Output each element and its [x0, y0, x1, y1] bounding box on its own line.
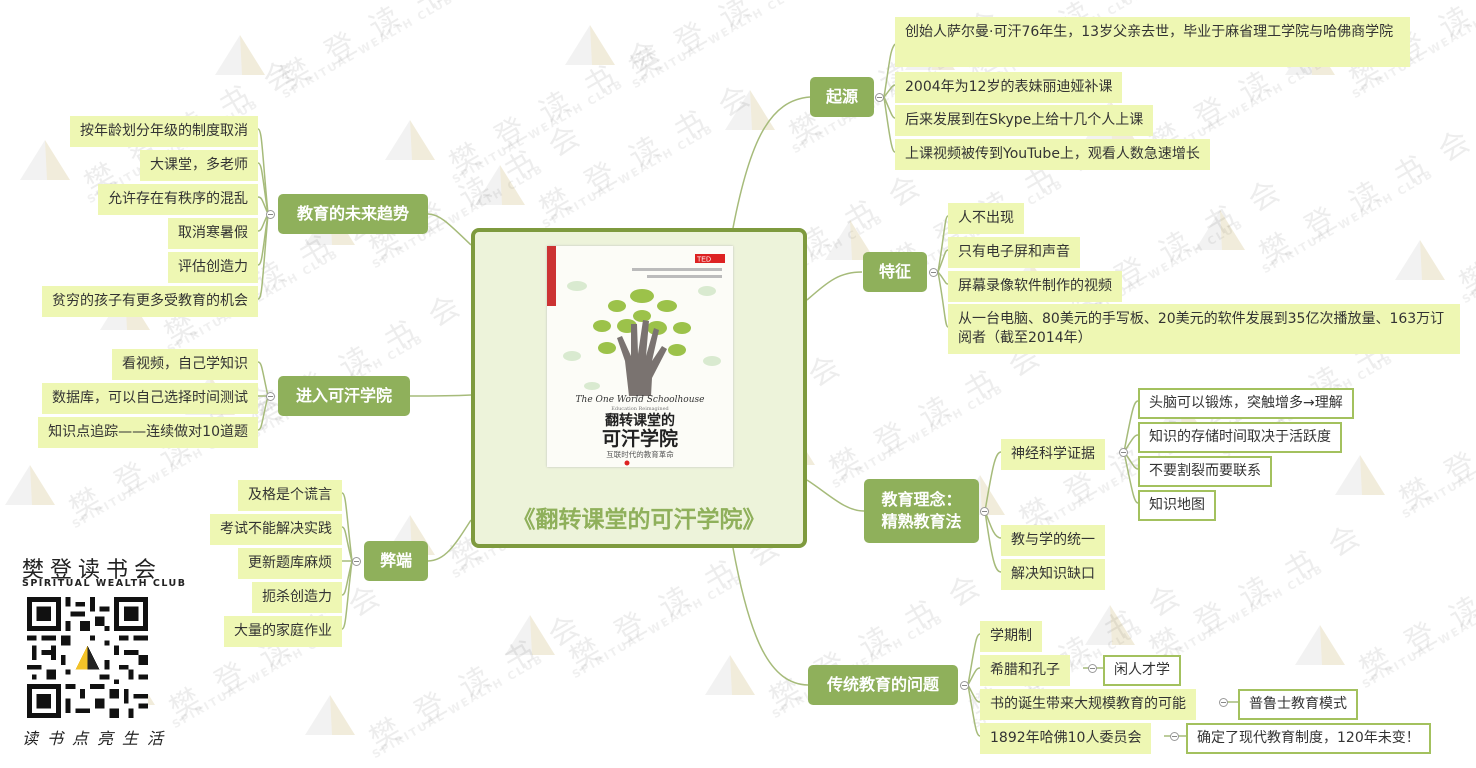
future-leaf: 取消寒暑假 [168, 218, 258, 249]
watermark-logo-icon [505, 615, 555, 655]
watermark-logo-icon [565, 25, 615, 65]
drawbacks-leaf: 扼杀创造力 [252, 582, 342, 613]
collapse-toggle-features[interactable] [929, 268, 938, 277]
drawbacks-leaf: 考试不能解决实践 [210, 514, 342, 545]
tradition-sub-leaf: 确定了现代教育制度，120年未变！ [1186, 723, 1431, 754]
origin-leaf: 上课视频被传到YouTube上，观看人数急速增长 [895, 139, 1210, 170]
branch-features[interactable]: 特征 [863, 252, 927, 292]
cover-cn-title-2: 可汗学院 [602, 427, 678, 450]
drawbacks-leaf: 及格是个谎言 [238, 480, 342, 511]
features-leaf: 只有电子屏和声音 [948, 237, 1080, 268]
future-leaf: 贫穷的孩子有更多受教育的机会 [42, 286, 258, 317]
branch-philosophy[interactable]: 教育理念： 精熟教育法 [864, 479, 979, 543]
branch-philosophy-line2: 精熟教育法 [881, 512, 962, 531]
tradition-leaf: 1892年哈佛10人委员会 [980, 723, 1152, 754]
collapse-toggle-drawbacks[interactable] [352, 557, 361, 566]
origin-leaf: 2004年为12岁的表妹丽迪娅补课 [895, 72, 1123, 103]
philosophy-leaf: 解决知识缺口 [1001, 559, 1105, 590]
club-logo-name: 樊登读书会 [22, 558, 163, 583]
collapse-toggle-neuro[interactable] [1119, 448, 1128, 457]
features-leaf: 人不出现 [948, 203, 1024, 234]
club-slogan: 读书点亮生活 [22, 729, 173, 748]
watermark-logo-icon [1195, 210, 1245, 250]
neuro-leaf: 头脑可以锻炼，突触增多→理解 [1138, 388, 1354, 419]
cover-cn-subtitle: 互联时代的教育革命 [606, 449, 674, 459]
cover-cn-title-1: 翻转课堂的 [605, 412, 675, 429]
watermark-logo-icon [475, 165, 525, 205]
collapse-toggle-future[interactable] [266, 210, 275, 219]
cover-tag: TED [697, 257, 711, 264]
cover-en-title: The One World Schoolhouse [576, 395, 705, 405]
future-leaf: 评估创造力 [168, 252, 258, 283]
cover-en-subtitle: Education Reimagined [611, 406, 669, 412]
watermark-logo-icon [725, 90, 775, 130]
philosophy-leaf: 教与学的统一 [1001, 525, 1105, 556]
enter-leaf: 看视频，自己学知识 [112, 349, 258, 380]
tradition-sub-leaf: 闲人才学 [1103, 655, 1181, 686]
branch-enter[interactable]: 进入可汗学院 [278, 376, 410, 416]
origin-leaf: 后来发展到在Skype上给十几个人上课 [895, 105, 1154, 136]
features-leaf: 从一台电脑、80美元的手写板、20美元的软件发展到35亿次播放量、163万订阅者… [948, 304, 1460, 354]
neuro-leaf: 不要割裂而要联系 [1138, 456, 1272, 487]
collapse-toggle-philosophy[interactable] [980, 507, 989, 516]
drawbacks-leaf: 更新题库麻烦 [238, 548, 342, 579]
watermark-logo-icon [215, 35, 265, 75]
drawbacks-leaf: 大量的家庭作业 [224, 616, 342, 647]
tradition-leaf: 学期制 [980, 621, 1042, 652]
neuro-evidence-node[interactable]: 神经科学证据 [1001, 439, 1105, 470]
tradition-leaf: 书的诞生带来大规模教育的可能 [980, 689, 1196, 720]
branch-tradition[interactable]: 传统教育的问题 [808, 665, 958, 705]
collapse-toggle-enter[interactable] [266, 392, 275, 401]
enter-leaf: 知识点追踪——连续做对10道题 [38, 417, 258, 448]
watermark-logo-icon [1335, 455, 1385, 495]
tradition-sub-leaf: 普鲁士教育模式 [1238, 689, 1358, 720]
branch-origin[interactable]: 起源 [810, 77, 874, 117]
collapse-toggle-tradition[interactable] [960, 681, 969, 690]
watermark-logo-icon [1085, 605, 1135, 645]
watermark-logo-icon [705, 655, 755, 695]
qr-code-image[interactable] [27, 597, 148, 718]
club-logo-subtitle: SPIRITUAL WEALTH CLUB [22, 578, 187, 589]
future-leaf: 按年龄划分年级的制度取消 [70, 116, 258, 147]
watermark-logo-icon [1395, 240, 1445, 280]
neuro-leaf: 知识的存储时间取决于活跃度 [1138, 422, 1342, 453]
collapse-toggle-tradition-2[interactable] [1088, 664, 1097, 673]
collapse-toggle-tradition-3[interactable] [1219, 698, 1228, 707]
watermark-logo-icon [305, 695, 355, 735]
watermark-logo-icon [5, 465, 55, 505]
central-title: 《翻转课堂的可汗学院》 [512, 507, 766, 533]
watermark-logo-icon [1295, 625, 1345, 665]
future-leaf: 允许存在有秩序的混乱 [98, 184, 258, 215]
branch-philosophy-line1: 教育理念： [881, 490, 962, 509]
neuro-leaf: 知识地图 [1138, 490, 1216, 521]
branch-drawbacks[interactable]: 弊端 [364, 541, 428, 581]
features-leaf: 屏幕录像软件制作的视频 [948, 271, 1122, 302]
origin-leaf: 创始人萨尔曼·可汗76年生，13岁父亲去世，毕业于麻省理工学院与哈佛商学院 [895, 17, 1410, 67]
collapse-toggle-tradition-4[interactable] [1170, 732, 1179, 741]
watermark-logo-icon [825, 220, 875, 260]
watermark-logo-icon [385, 120, 435, 160]
future-leaf: 大课堂，多老师 [140, 150, 258, 181]
watermark-logo-icon [20, 140, 70, 180]
book-cover-art: TED The One World Schoolhouse Education … [547, 246, 725, 466]
tradition-leaf: 希腊和孔子 [980, 655, 1070, 686]
branch-future[interactable]: 教育的未来趋势 [278, 194, 428, 234]
enter-leaf: 数据库，可以自己选择时间测试 [42, 383, 258, 414]
collapse-toggle-origin[interactable] [875, 93, 884, 102]
book-cover-image: TED The One World Schoolhouse Education … [547, 246, 733, 467]
